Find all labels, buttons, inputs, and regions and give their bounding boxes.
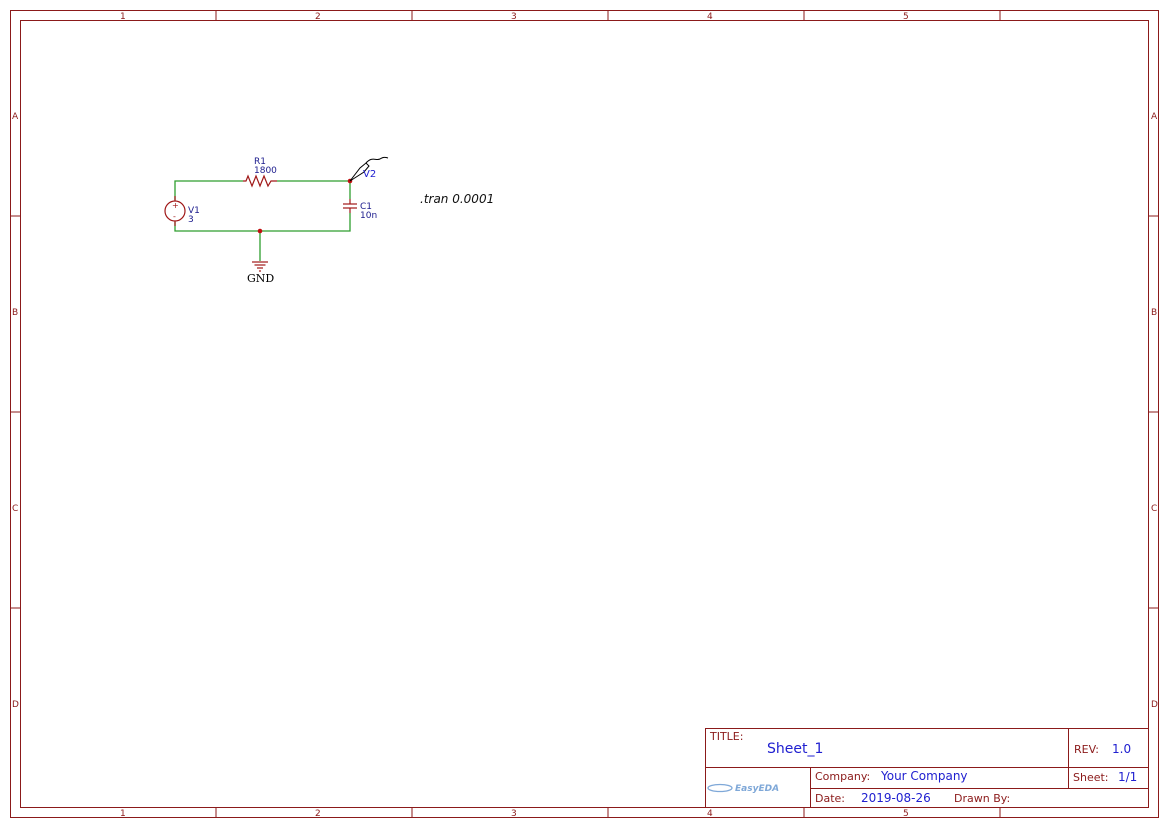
sheet-label: Sheet: bbox=[1073, 771, 1109, 784]
company-label: Company: bbox=[815, 770, 870, 783]
voltage-source-v1[interactable]: + - V1 3 bbox=[164, 196, 200, 226]
title-block: TITLE: Sheet_1 REV: 1.0 Company: Your Co… bbox=[705, 728, 1149, 808]
probe-label: V2 bbox=[363, 169, 376, 180]
gnd-label: GND bbox=[247, 272, 274, 285]
col-label-top-5: 5 bbox=[903, 12, 909, 22]
sheet-value[interactable]: 1/1 bbox=[1118, 770, 1137, 784]
outer-border bbox=[10, 10, 1159, 818]
junction-bottom bbox=[257, 228, 263, 234]
column-dividers bbox=[215, 11, 1001, 817]
logo-text: EasyEDA bbox=[735, 784, 779, 794]
col-label-bottom-1: 1 bbox=[120, 809, 126, 819]
spice-directive[interactable]: .tran 0.0001 bbox=[420, 192, 494, 206]
v1-plus-sign: + bbox=[172, 201, 179, 210]
col-label-bottom-2: 2 bbox=[315, 809, 321, 819]
ground-symbol[interactable]: GND bbox=[247, 261, 274, 285]
easyeda-logo: EasyEDA bbox=[707, 783, 779, 794]
sheet-title[interactable]: Sheet_1 bbox=[767, 741, 823, 757]
c1-designator: C1 bbox=[360, 202, 372, 212]
rev-value[interactable]: 1.0 bbox=[1112, 742, 1131, 756]
c1-value: 10n bbox=[360, 211, 377, 221]
wire-top-left[interactable] bbox=[174, 180, 243, 200]
title-label: TITLE: bbox=[709, 730, 743, 743]
row-label-right-a: A bbox=[1151, 112, 1158, 122]
v1-designator: V1 bbox=[188, 206, 200, 216]
probe-icon bbox=[349, 162, 370, 182]
resistor-r1[interactable]: R1 1800 bbox=[243, 157, 277, 188]
probe-lead bbox=[365, 156, 389, 164]
inner-border bbox=[20, 20, 1149, 808]
col-label-top-2: 2 bbox=[315, 12, 321, 22]
v1-minus-sign: - bbox=[173, 212, 176, 221]
row-label-right-d: D bbox=[1151, 700, 1158, 710]
voltage-probe-v2[interactable]: V2 bbox=[349, 156, 389, 182]
row-dividers bbox=[11, 215, 1158, 609]
col-label-top-3: 3 bbox=[511, 12, 517, 22]
drawn-by-label: Drawn By: bbox=[954, 792, 1010, 805]
capacitor-c1[interactable]: C1 10n bbox=[343, 199, 377, 221]
cloud-icon bbox=[707, 783, 733, 793]
drawing-frame: 1 2 3 4 5 1 2 3 4 5 A B C D A B C D bbox=[10, 10, 1159, 819]
resistor-symbol bbox=[243, 174, 277, 188]
r1-designator: R1 bbox=[254, 157, 266, 167]
row-label-left-d: D bbox=[12, 700, 19, 710]
v1-value: 3 bbox=[188, 215, 194, 225]
wire-c1-to-bottom[interactable] bbox=[260, 213, 351, 232]
col-label-bottom-4: 4 bbox=[707, 809, 713, 819]
row-label-left-b: B bbox=[12, 308, 18, 318]
date-label: Date: bbox=[815, 792, 845, 805]
row-label-right-b: B bbox=[1151, 308, 1157, 318]
col-label-bottom-5: 5 bbox=[903, 809, 909, 819]
row-label-left-c: C bbox=[12, 504, 18, 514]
wires bbox=[174, 180, 351, 261]
company-value[interactable]: Your Company bbox=[880, 769, 968, 783]
circuit: R1 1800 C1 10n + - V1 3 GND bbox=[164, 156, 494, 285]
row-label-left-a: A bbox=[12, 112, 19, 122]
date-value[interactable]: 2019-08-26 bbox=[861, 791, 931, 805]
col-label-top-1: 1 bbox=[120, 12, 126, 22]
col-label-bottom-3: 3 bbox=[511, 809, 517, 819]
col-label-top-4: 4 bbox=[707, 12, 713, 22]
r1-value: 1800 bbox=[254, 166, 277, 176]
rev-label: REV: bbox=[1074, 743, 1099, 756]
row-label-right-c: C bbox=[1151, 504, 1157, 514]
